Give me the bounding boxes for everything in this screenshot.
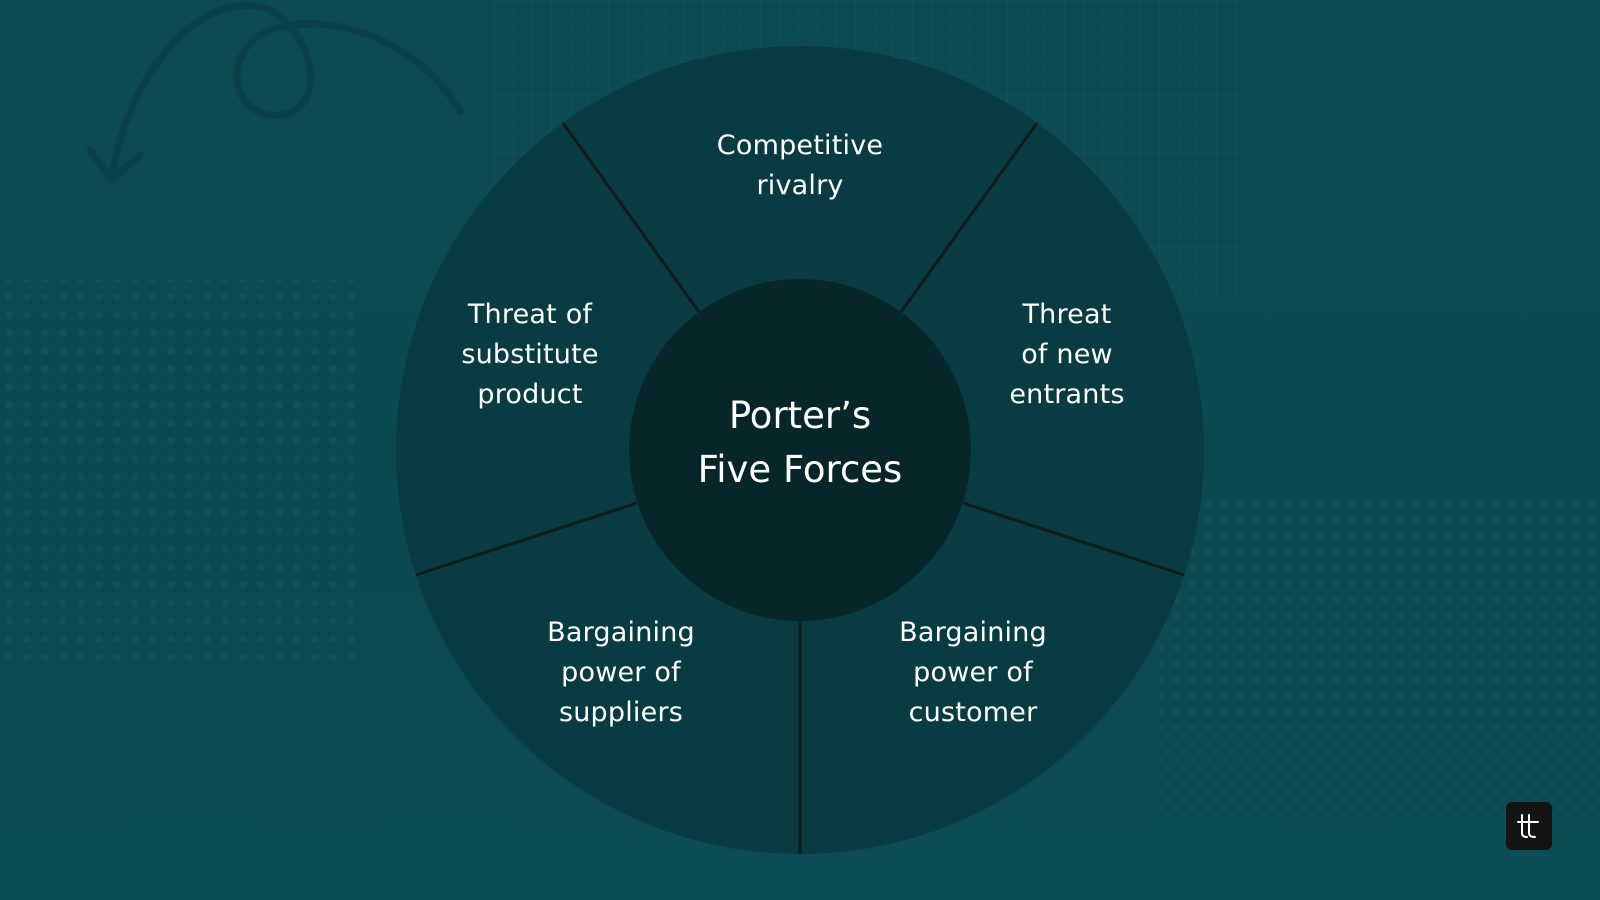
divider-right xyxy=(962,501,1185,577)
divider-top-right xyxy=(899,122,1039,313)
segment-threat-of-new-entrants: Threat of new entrants xyxy=(1009,299,1125,410)
segment-threat-of-substitute-product: Threat of substitute product xyxy=(461,299,599,410)
brand-logo-button[interactable] xyxy=(1506,802,1552,850)
segment-bargaining-power-of-suppliers: Bargaining power of suppliers xyxy=(547,617,695,728)
dot-pattern-left xyxy=(0,280,360,660)
segment-bargaining-power-of-customer: Bargaining power of customer xyxy=(899,617,1047,728)
center-circle xyxy=(629,279,971,621)
divider-left xyxy=(415,501,638,577)
brand-logo-icon xyxy=(1517,814,1539,838)
arrow-head-icon xyxy=(86,146,144,184)
swirl-arrow-icon xyxy=(108,2,464,179)
divider-top-left xyxy=(561,122,701,313)
center-title: Porter’s Five Forces xyxy=(697,394,903,491)
segment-competitive-rivalry: Competitive rivalry xyxy=(716,130,884,201)
